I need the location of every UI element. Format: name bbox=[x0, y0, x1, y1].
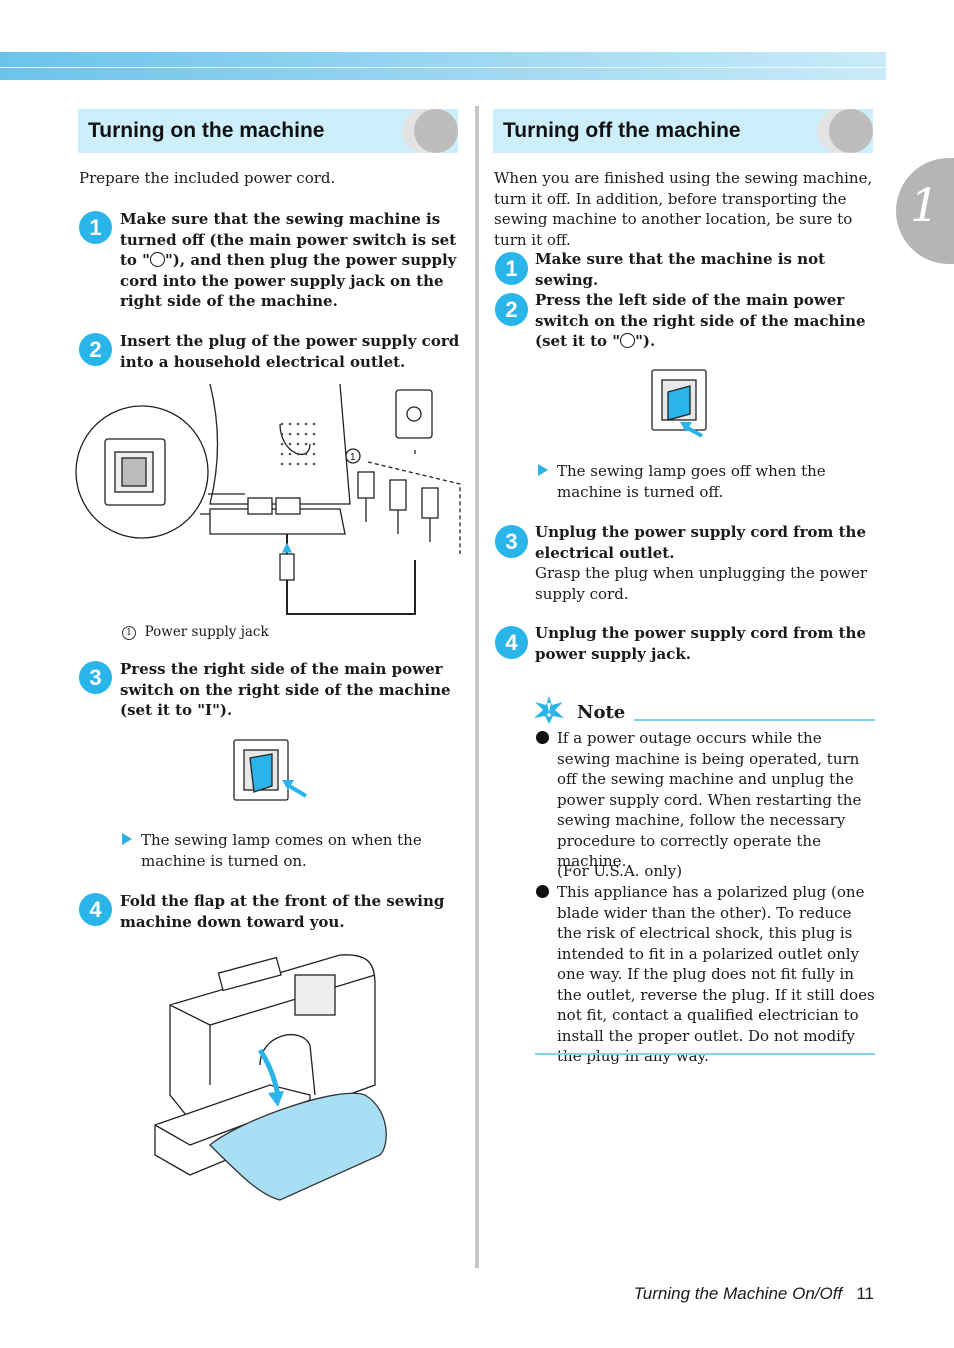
step-number: 1 bbox=[495, 252, 528, 285]
section-title: Turning on the machine bbox=[88, 119, 325, 142]
sewing-machine-illustration bbox=[154, 954, 387, 1201]
note-title: Note bbox=[577, 702, 626, 723]
step-text: Press the right side of the main power s… bbox=[120, 660, 451, 719]
off-symbol-icon bbox=[149, 252, 165, 267]
step-body: Grasp the plug when unplugging the power… bbox=[535, 564, 867, 603]
intro-text: When you are finished using the sewing m… bbox=[494, 169, 873, 249]
caption-number: 1 bbox=[122, 626, 136, 640]
note-star-icon bbox=[534, 696, 564, 724]
step-number: 3 bbox=[79, 661, 112, 694]
step-number: 2 bbox=[495, 293, 528, 326]
result-arrow-icon bbox=[122, 833, 132, 845]
note-rule-top bbox=[634, 719, 875, 721]
step-number: 3 bbox=[495, 525, 528, 558]
step-text: Unplug the power supply cord from the po… bbox=[535, 624, 867, 663]
switch-off-illustration bbox=[651, 369, 707, 438]
note-item: If a power outage occurs while the sewin… bbox=[557, 729, 862, 870]
result-text: The sewing lamp goes off when the machin… bbox=[557, 462, 826, 501]
caption: 1 Power supply jack bbox=[122, 622, 442, 643]
step-number: 4 bbox=[495, 626, 528, 659]
result-arrow-icon bbox=[538, 464, 548, 476]
footer-title: Turning the Machine On/Off bbox=[633, 1284, 843, 1303]
section-heading-on: Turning on the machine bbox=[78, 109, 458, 153]
column-divider bbox=[475, 106, 479, 1268]
step-number: 4 bbox=[79, 893, 112, 926]
switch-on-illustration bbox=[233, 739, 308, 801]
step-text: Press the left side of the main power sw… bbox=[535, 291, 866, 350]
bullet-icon bbox=[536, 731, 549, 744]
page-number: 11 bbox=[856, 1284, 874, 1303]
intro-text: Prepare the included power cord. bbox=[79, 169, 336, 187]
step-text: Make sure that the machine is not sewing… bbox=[535, 250, 826, 289]
off-symbol-icon bbox=[620, 333, 636, 348]
note-item-label: (For U.S.A. only) bbox=[557, 862, 683, 880]
step-text: Fold the flap at the front of the sewing… bbox=[120, 892, 445, 931]
result-text: The sewing lamp comes on when the machin… bbox=[141, 831, 422, 870]
section-title: Turning off the machine bbox=[503, 119, 741, 142]
callout-label: 1 bbox=[350, 452, 356, 463]
bullet-icon bbox=[536, 885, 549, 898]
step-text: Insert the plug of the power supply cord… bbox=[120, 332, 460, 371]
step-number: 1 bbox=[79, 211, 112, 244]
chapter-tab: 1 bbox=[896, 158, 954, 264]
section-heading-off: Turning off the machine bbox=[493, 109, 873, 153]
step-number: 2 bbox=[79, 333, 112, 366]
page-footer: Turning the Machine On/Off 11 bbox=[634, 1284, 874, 1304]
power-cord-illustration: 1 bbox=[75, 383, 461, 615]
step-text: Make sure that the sewing machine is tur… bbox=[120, 210, 457, 310]
step-text: Unplug the power supply cord from the el… bbox=[535, 523, 867, 562]
top-banner bbox=[0, 52, 886, 80]
note-rule-bottom bbox=[535, 1053, 875, 1055]
note-item: This appliance has a polarized plug (one… bbox=[557, 883, 875, 1065]
